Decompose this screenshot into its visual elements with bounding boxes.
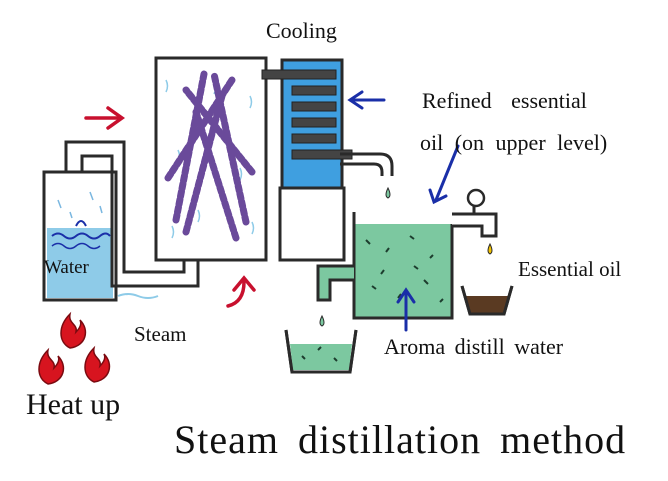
condenser [261, 58, 394, 262]
water-label: Water [44, 257, 89, 278]
essential-oil-dish [460, 285, 514, 316]
steam-arrow-top [84, 106, 126, 130]
lavender-stems [164, 70, 256, 242]
separator-vessel [316, 188, 498, 327]
heat-label: Heat up [26, 388, 121, 421]
refined-oil-arrow [428, 144, 460, 205]
refined-oil-label-line1: Refined essential [422, 88, 587, 113]
steam-pipe [64, 140, 200, 299]
aroma-water-label: Aroma distill water [384, 334, 564, 359]
steam-arrow-bottom [226, 275, 256, 308]
flames [38, 311, 111, 385]
cooling-arrow [347, 90, 386, 110]
aroma-arrow [396, 287, 416, 332]
essential-oil-label: Essential oil [518, 257, 622, 281]
aroma-water-beaker [284, 329, 358, 374]
cooling-label: Cooling [266, 18, 337, 43]
distillation-column [154, 56, 268, 262]
steam-label: Steam [134, 322, 187, 346]
boiler-tank [42, 170, 118, 302]
refined-oil-label-line2: oil (on upper level) [420, 130, 608, 155]
page-title: Steam distillation method [174, 417, 627, 462]
